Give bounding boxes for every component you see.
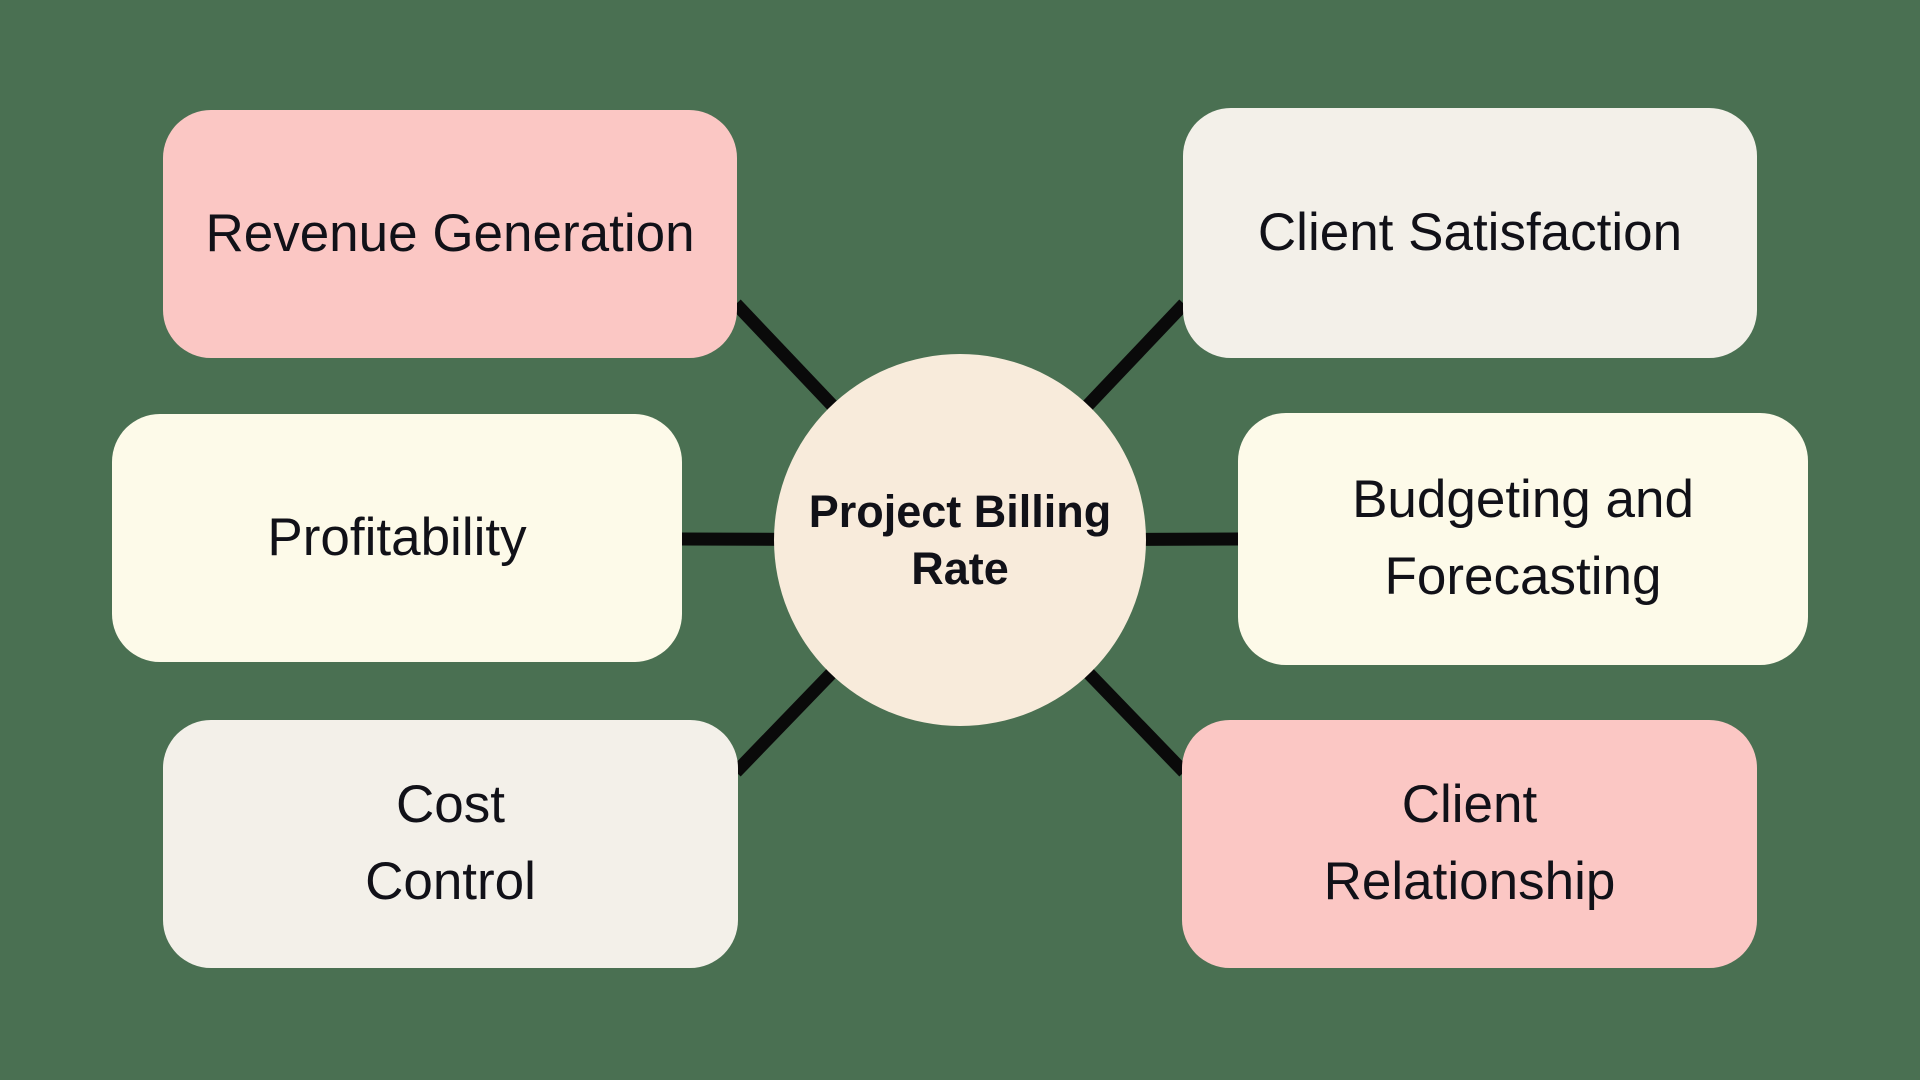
node-label: Revenue Generation bbox=[205, 203, 695, 263]
center-label: Project Billing bbox=[808, 485, 1112, 537]
node-label: Cost bbox=[396, 775, 505, 835]
node-label: Relationship bbox=[1323, 852, 1616, 911]
node-project-billing-rate: Project Billing Rate bbox=[774, 354, 1146, 726]
node-client-relationship: Client Relationship bbox=[1182, 720, 1757, 968]
node-label: Budgeting and bbox=[1352, 470, 1694, 530]
node-cost-control: Cost Control bbox=[163, 720, 738, 968]
node-budgeting-and-forecasting: Budgeting and Forecasting bbox=[1238, 413, 1808, 665]
center-label: Rate bbox=[911, 543, 1009, 594]
node-label: Control bbox=[365, 852, 536, 911]
node-label: Forecasting bbox=[1384, 547, 1662, 606]
node-profitability: Profitability bbox=[112, 414, 682, 662]
node-client-satisfaction: Client Satisfaction bbox=[1183, 108, 1757, 358]
node-label: Client bbox=[1401, 775, 1538, 835]
node-label: Profitability bbox=[267, 507, 527, 567]
node-revenue-generation: Revenue Generation bbox=[163, 110, 737, 358]
node-label: Client Satisfaction bbox=[1257, 202, 1683, 262]
